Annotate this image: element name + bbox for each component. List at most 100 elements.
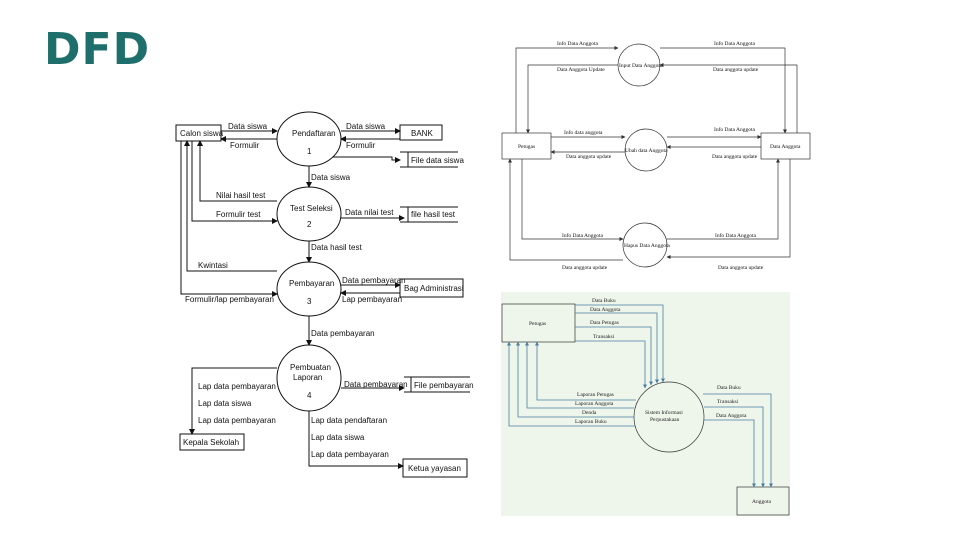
flow-line <box>515 46 619 133</box>
flow-label-info-1: Info Data Anggota <box>557 40 598 47</box>
flow-line <box>704 419 756 488</box>
flow-label-data-siswa-3: Data siswa <box>311 173 351 182</box>
flow-label-lap-data-siswa-2: Lap data siswa <box>311 433 365 442</box>
flow-label-update-5: Data anggota update <box>562 265 608 271</box>
entity-kepala-sekolah <box>179 433 245 451</box>
process-sistem-label-1: Sistem Informasi <box>645 409 683 416</box>
process-test-seleksi-label: Test Seleksi <box>290 204 333 213</box>
process-pendaftaran-number: 1 <box>307 147 312 156</box>
flow-line <box>660 47 787 134</box>
process-pendaftaran-label: Pendaftaran <box>292 129 336 138</box>
flow-label-nilai-hasil-test: Nilai hasil test <box>216 191 266 200</box>
flow-label-kwintasi: Kwintasi <box>198 261 228 270</box>
flow-label-lap-data-pembayaran-3: Lap data pembayaran <box>311 450 389 459</box>
flow-line <box>525 341 634 409</box>
flow-label-data-pembayaran-3: Data pembayaran <box>344 380 408 389</box>
flow-label-update-1: Data Anggota Update <box>557 67 605 73</box>
flow-label-transaksi-1: Transaksi <box>593 334 615 340</box>
entity-ketua-yayasan-label: Ketua yayasan <box>408 464 461 473</box>
flow-label-laporan-petugas: Laporan Petugas <box>577 392 614 398</box>
flow-label-data-buku-1: Data Buku <box>592 298 616 304</box>
flow-label-info-4: Info Data Anggota <box>714 126 755 133</box>
flow-line <box>575 312 659 384</box>
flow-label-update-3: Data anggota update <box>566 154 612 160</box>
entity-bag-administrasi <box>399 278 464 298</box>
flow-label-data-petugas: Data Petugas <box>590 320 619 326</box>
process-pembayaran <box>276 261 342 317</box>
flow-line <box>667 158 780 240</box>
flow-label-laporan-buku: Laporan Buku <box>575 419 607 425</box>
flow-line <box>180 141 278 297</box>
process-pembayaran-label: Pembayaran <box>289 279 334 288</box>
flow-label-formulir-2: Formulir <box>346 141 376 150</box>
flow-line <box>703 393 773 488</box>
flow-label-data-anggota-2: Data Anggota <box>716 413 747 419</box>
flow-line <box>521 159 624 241</box>
entity-petugas-3-label: Petugas <box>529 321 546 327</box>
process-input-label: Input Data Anggota <box>619 63 663 69</box>
process-sistem-label-2: Perpustakaan <box>650 417 680 423</box>
flow-line <box>659 63 798 133</box>
flow-label-denda: Denda <box>582 410 597 416</box>
process-pendaftaran <box>276 111 342 167</box>
flow-line <box>508 158 623 261</box>
process-ubah-label: Ubah data Anggota <box>625 148 668 154</box>
process-ubah-data-anggota <box>624 128 668 172</box>
flow-label-lap-data-pendaftaran: Lap data pendaftaran <box>311 416 387 425</box>
flow-label-lap-data-pembayaran-2: Lap data pembayaran <box>198 416 276 425</box>
flow-label-info-3: Info data anggota <box>564 129 603 136</box>
process-pembuatan-label-1: Pembuatan <box>290 363 331 372</box>
diagram-3-background <box>501 292 790 516</box>
flow-label-formulir-lap: Formulir/lap pembayaran <box>185 295 274 304</box>
flow-line <box>704 406 765 488</box>
flow-line <box>184 140 277 272</box>
entity-bank-label: BANK <box>411 129 433 138</box>
flow-label-info-5: Info Data Anggota <box>562 232 603 239</box>
flow-label-data-siswa-2: Data siswa <box>346 122 386 131</box>
entity-anggota-label: Anggota <box>752 499 772 505</box>
store-file-hasil-test-label: file hasil test <box>411 210 456 219</box>
flow-line <box>333 156 401 163</box>
process-test-seleksi <box>276 186 342 242</box>
dfd-sistem-perpustakaan: Petugas Anggota Sistem Informasi Perpust… <box>501 292 790 516</box>
flow-label-data-nilai-test: Data nilai test <box>345 208 394 217</box>
slide-title: DFD <box>44 24 151 75</box>
process-pembuatan-number: 4 <box>307 391 312 400</box>
flow-label-data-siswa-1: Data siswa <box>228 122 268 131</box>
process-hapus-data-anggota <box>622 222 668 268</box>
entity-calon-siswa-label: Calon siswa <box>180 129 224 138</box>
flow-line <box>666 159 791 259</box>
flow-label-formulir-test: Formulir test <box>216 210 261 219</box>
flow-label-lap-pembayaran: Lap pembayaran <box>342 295 402 304</box>
entity-kepala-sekolah-label: Kepala Sekolah <box>183 438 239 447</box>
process-pembuatan-label-2: Laporan <box>293 373 322 382</box>
flow-label-update-2: Data anggota update <box>713 67 759 73</box>
flow-label-laporan-anggota: Laporan Anggota <box>575 401 614 407</box>
flow-label-formulir-1: Formulir <box>230 141 260 150</box>
flow-line <box>575 340 647 389</box>
flow-line <box>507 341 635 427</box>
flow-label-data-buku-2: Data Buku <box>717 385 741 391</box>
dfd-pendaftaran-siswa: Calon siswa BANK Bag Administrasi Kepala… <box>175 111 474 478</box>
flow-label-transaksi-2: Transaksi <box>717 399 739 405</box>
flow-label-lap-data-pembayaran-1: Lap data pembayaran <box>198 382 276 391</box>
flow-line <box>575 304 665 383</box>
flow-line <box>516 341 634 418</box>
store-file-pembayaran <box>404 376 470 393</box>
flow-line <box>308 411 404 469</box>
flow-line <box>575 326 653 386</box>
process-test-seleksi-number: 2 <box>307 220 312 229</box>
flow-line <box>535 341 636 401</box>
flow-label-data-pembayaran-1: Data pembayaran <box>342 276 406 285</box>
flow-label-update-6: Data anggota update <box>718 265 764 271</box>
dfd-data-anggota: Petugas Data Anggota Input Data Anggota … <box>501 40 811 271</box>
flow-label-info-6: Info Data Anggota <box>715 232 756 239</box>
flow-line <box>191 141 278 224</box>
store-file-pembayaran-label: File pembayaran <box>414 381 474 390</box>
entity-data-anggota-label: Data Anggota <box>770 144 801 150</box>
store-file-data-siswa <box>400 151 458 168</box>
entity-petugas-label: Petugas <box>518 144 535 150</box>
flow-line <box>197 140 277 202</box>
flow-line <box>526 64 618 134</box>
flow-label-data-hasil-test: Data hasil test <box>311 243 362 252</box>
